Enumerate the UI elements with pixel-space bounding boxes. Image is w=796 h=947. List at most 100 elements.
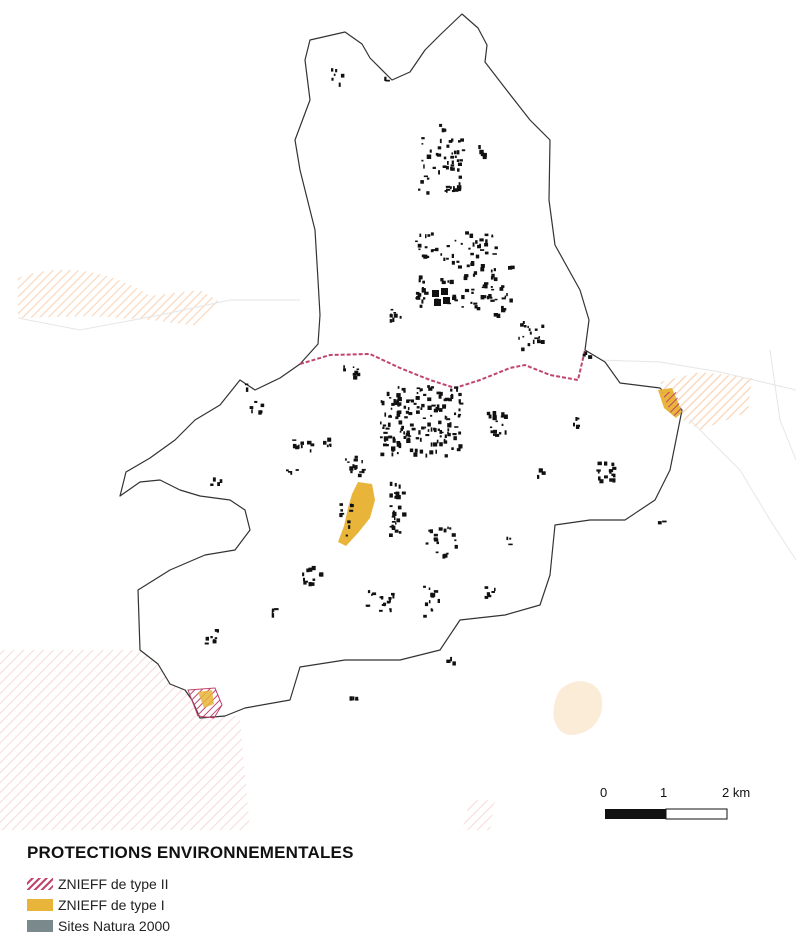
building <box>433 442 438 447</box>
building <box>384 412 387 417</box>
building <box>396 413 401 417</box>
building <box>433 533 438 537</box>
building <box>245 387 249 392</box>
building <box>419 449 424 454</box>
building <box>469 233 474 238</box>
building <box>371 593 373 596</box>
building <box>403 431 405 435</box>
building <box>453 186 455 191</box>
building <box>508 543 513 546</box>
building <box>491 591 495 593</box>
map-canvas[interactable]: 0 1 2 km <box>0 0 796 830</box>
scale-label-2: 2 km <box>722 785 750 800</box>
building <box>308 582 312 587</box>
building <box>380 596 384 600</box>
building <box>418 430 421 435</box>
building <box>471 291 474 294</box>
building <box>439 123 443 127</box>
building <box>417 293 422 297</box>
building <box>425 453 428 458</box>
building <box>444 398 450 401</box>
building <box>443 257 446 261</box>
building <box>599 479 604 484</box>
building <box>449 527 452 530</box>
building <box>312 578 316 581</box>
building <box>424 426 427 429</box>
building <box>379 609 383 612</box>
building <box>410 399 414 403</box>
znieff-ii-east <box>662 392 682 416</box>
znieff-i-southwest <box>198 690 214 708</box>
building <box>429 149 432 153</box>
building <box>534 337 539 340</box>
building <box>470 252 474 256</box>
building <box>597 471 600 474</box>
building <box>409 423 414 427</box>
building <box>310 582 315 586</box>
building <box>426 177 430 180</box>
building <box>350 470 353 474</box>
building <box>386 427 389 430</box>
building <box>489 426 493 429</box>
building <box>386 444 389 447</box>
building <box>380 421 382 425</box>
building <box>598 476 601 481</box>
building <box>298 444 300 449</box>
building <box>421 254 426 258</box>
building <box>415 240 418 243</box>
building <box>529 331 532 335</box>
building <box>383 431 388 434</box>
building <box>354 455 358 459</box>
building <box>484 282 489 285</box>
building <box>392 511 397 516</box>
building <box>609 478 613 482</box>
building <box>532 339 535 344</box>
building <box>392 436 395 440</box>
building <box>249 406 254 409</box>
building <box>541 340 545 344</box>
building <box>576 424 580 427</box>
building <box>254 400 258 403</box>
river-znieff-line <box>299 349 586 390</box>
building <box>210 483 214 486</box>
building <box>458 444 463 449</box>
building <box>452 661 456 666</box>
building <box>389 414 391 417</box>
building <box>421 288 426 293</box>
building <box>487 594 492 598</box>
building <box>420 407 423 410</box>
building <box>490 276 494 280</box>
building <box>397 386 400 389</box>
building <box>383 436 389 441</box>
building <box>300 441 304 445</box>
legend-item-znieff-i: ZNIEFF de type I <box>27 894 587 915</box>
building <box>504 430 507 435</box>
building <box>518 336 520 340</box>
building <box>389 319 393 323</box>
building <box>430 609 434 612</box>
building <box>573 422 575 427</box>
building <box>392 438 396 443</box>
building <box>357 372 361 377</box>
building <box>404 416 408 419</box>
building <box>499 287 504 291</box>
building <box>452 296 457 300</box>
building <box>588 355 593 359</box>
building <box>428 529 431 532</box>
building <box>391 521 396 523</box>
outside-znieff-zones <box>0 269 752 830</box>
building <box>416 392 419 395</box>
building <box>537 474 540 479</box>
building <box>390 308 394 311</box>
building <box>382 426 385 429</box>
building <box>454 299 458 302</box>
building <box>430 414 433 417</box>
building <box>393 399 396 404</box>
building <box>367 590 371 594</box>
building <box>361 470 365 474</box>
building <box>458 175 462 179</box>
building <box>295 469 299 471</box>
building <box>430 232 434 236</box>
building <box>418 275 423 280</box>
building <box>415 396 420 400</box>
